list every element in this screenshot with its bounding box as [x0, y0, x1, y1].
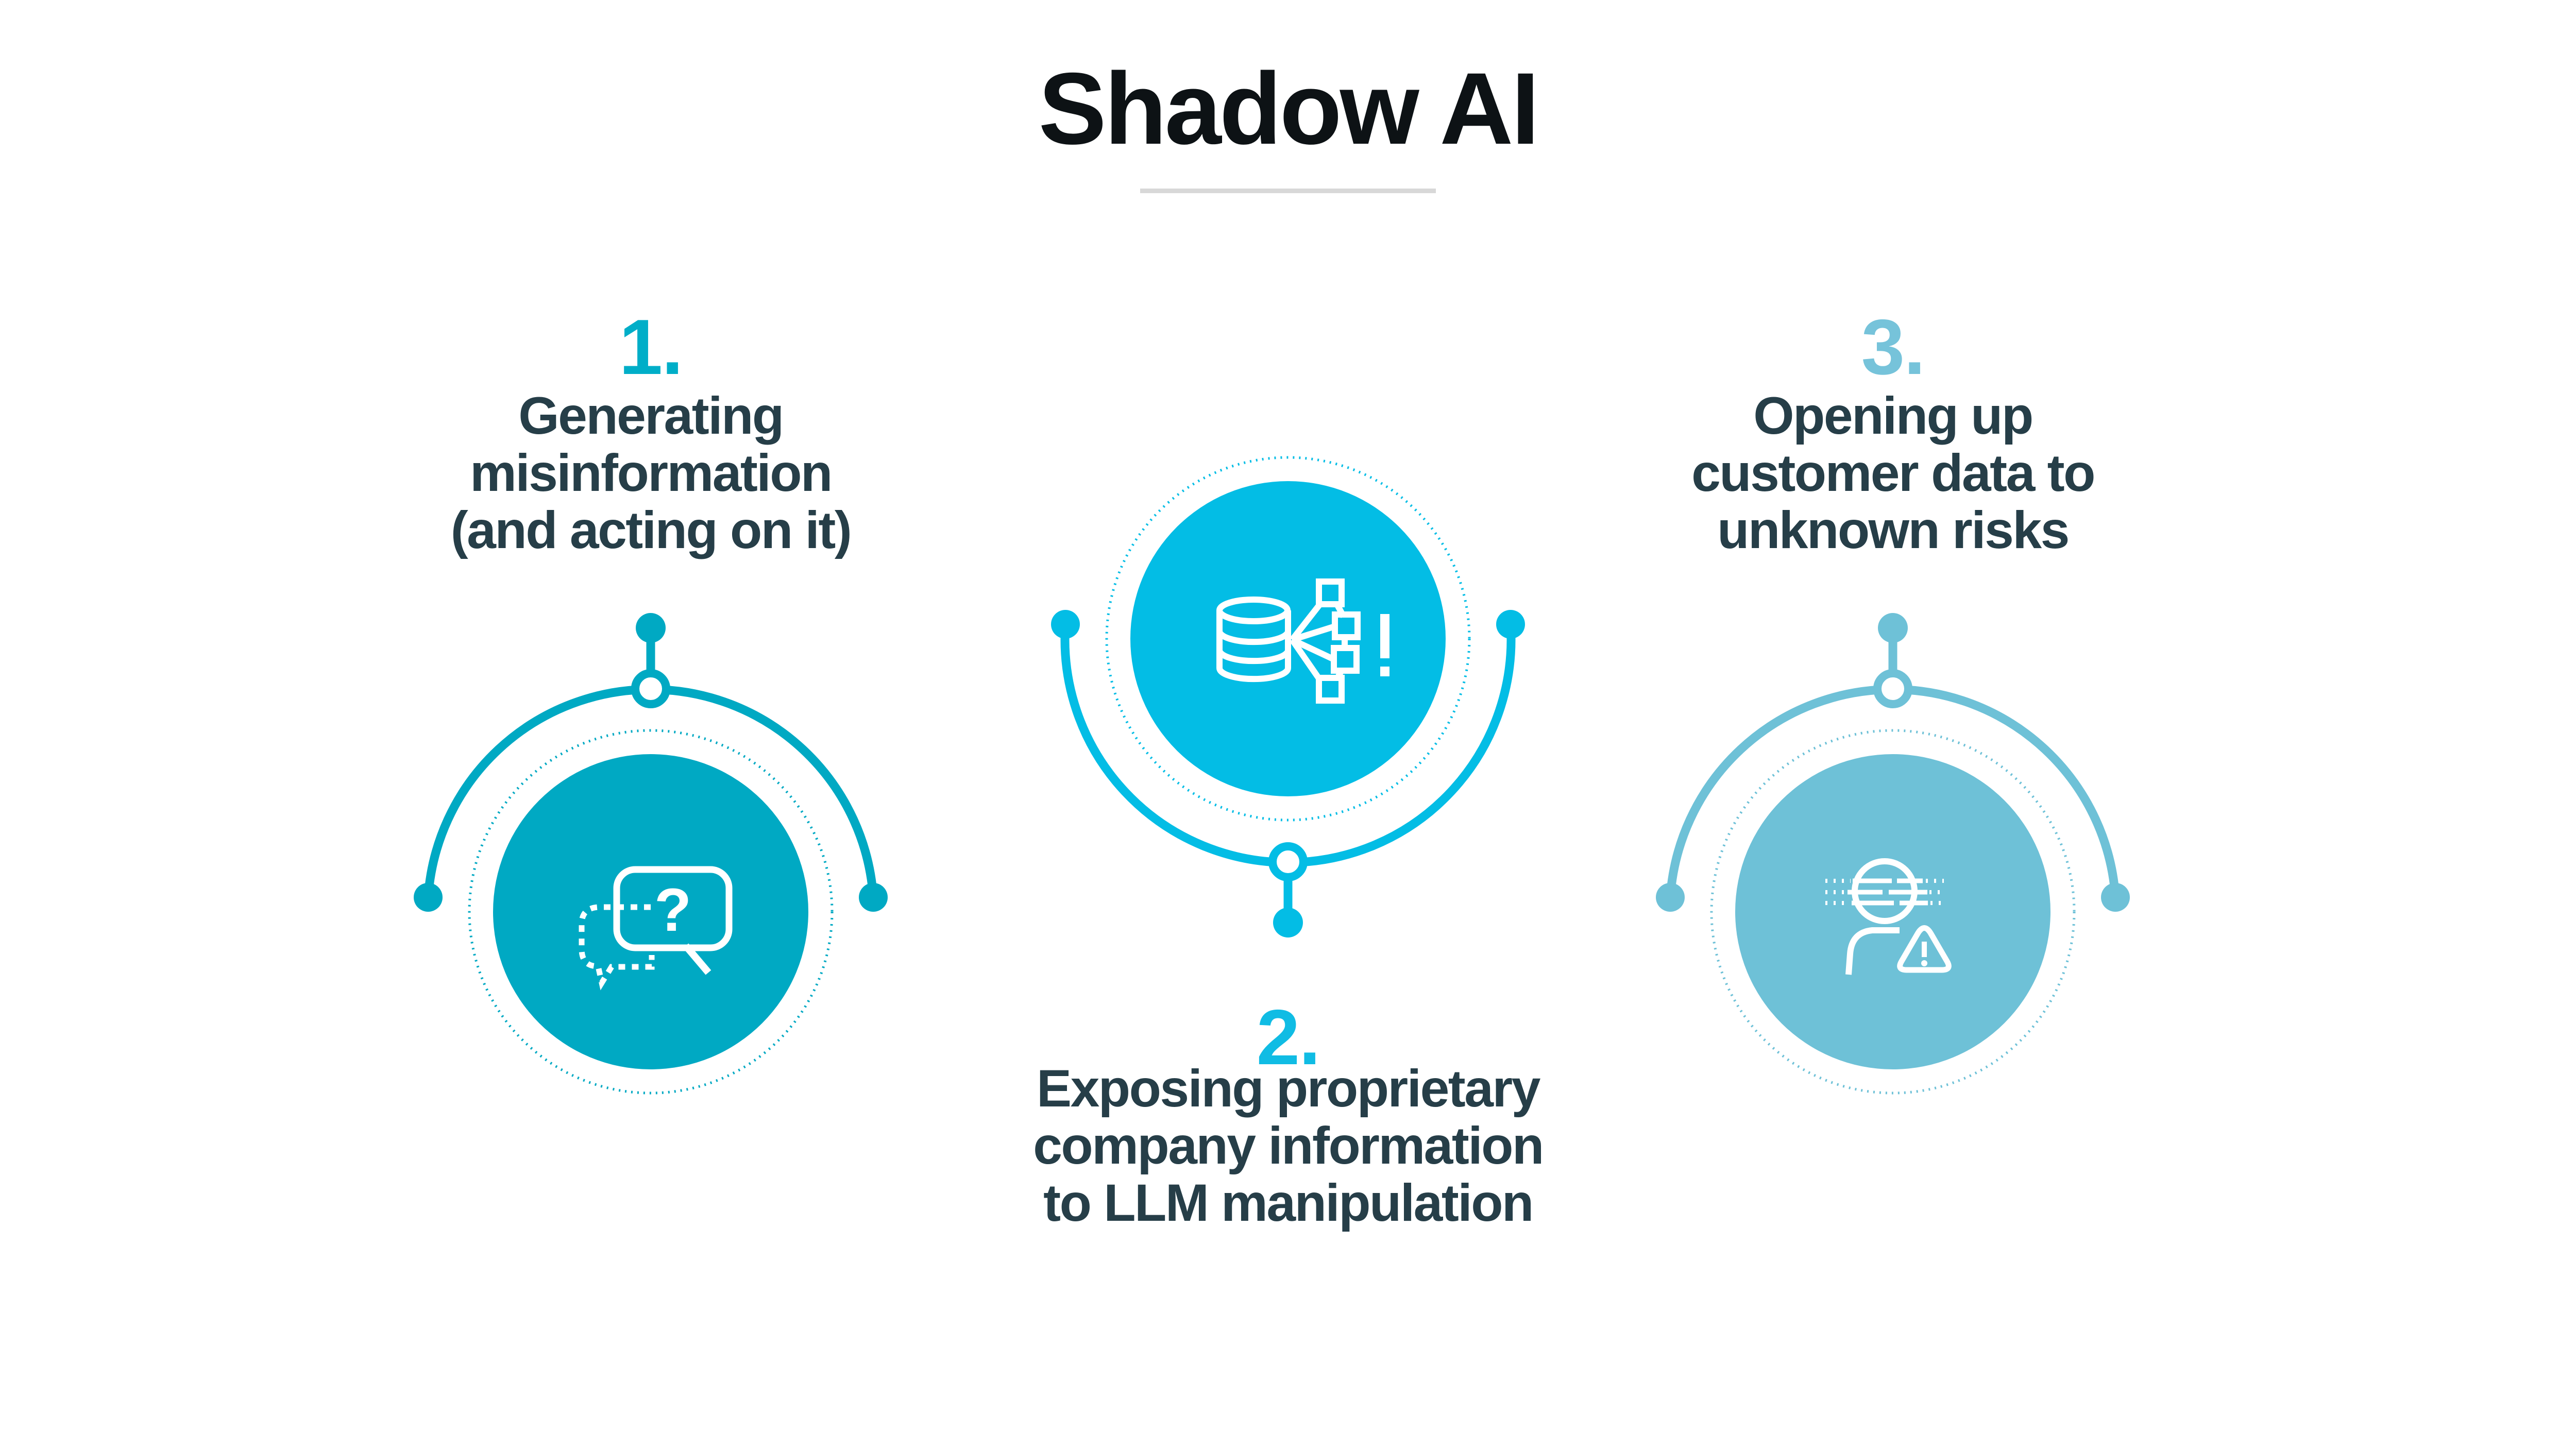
arc-end-dot-right — [859, 883, 888, 912]
person-shoulder — [1845, 927, 1900, 975]
item-3-number: 3. — [1861, 303, 1926, 391]
chat-question-icon: ? — [579, 866, 733, 991]
database-exposure-icon — [1216, 578, 1389, 704]
item-3-badge — [1656, 613, 2130, 1095]
bubble-tail — [683, 943, 711, 975]
item-1-badge: ? — [414, 613, 888, 1095]
item-circle — [493, 754, 808, 1069]
redaction-lines — [1848, 878, 1928, 906]
heading-line: Exposing proprietary — [1037, 1059, 1540, 1118]
heading-line: company information — [1033, 1116, 1544, 1175]
redaction-dots — [1825, 879, 1944, 905]
db-band — [1216, 630, 1291, 645]
heading-line: unknown risks — [1717, 501, 2070, 559]
network-node — [1316, 578, 1345, 607]
heading-line: to LLM manipulation — [1043, 1173, 1534, 1232]
person-risk-icon — [1825, 858, 1952, 975]
heading-line: Opening up — [1753, 386, 2033, 445]
title-divider — [1140, 189, 1436, 193]
arc-end-dot-left — [414, 883, 443, 912]
item-1-number: 1. — [619, 303, 684, 391]
dashed-bubble — [579, 904, 655, 991]
db-bottom — [1216, 668, 1291, 683]
network-node — [1332, 611, 1361, 640]
node-dot — [1878, 613, 1908, 643]
item-3-heading: Opening up customer data to unknown risk… — [1553, 387, 2233, 559]
item-1-heading: Generating misinformation (and acting on… — [311, 387, 991, 559]
heading-line: customer data to — [1691, 444, 2095, 502]
page-title: Shadow AI — [1038, 52, 1540, 165]
arc-end-dot-right — [2101, 883, 2130, 912]
item-2-badge — [1051, 456, 1525, 937]
node-ring — [1873, 669, 1912, 708]
warning-triangle — [1897, 925, 1952, 973]
heading-line: (and acting on it) — [450, 501, 852, 559]
node-dot — [1273, 908, 1303, 937]
heading-line: Generating — [518, 386, 784, 445]
node-dot — [636, 613, 666, 643]
dotted-ring — [1105, 456, 1471, 822]
exclamation-bar — [1380, 614, 1389, 658]
dotted-ring — [468, 729, 834, 1095]
node-ring — [631, 669, 670, 708]
item-2-number: 2. — [1256, 994, 1321, 1081]
arc-end-dot-left — [1051, 610, 1080, 639]
network-node — [1331, 645, 1360, 674]
db-band — [1216, 650, 1291, 664]
item-circle — [1735, 754, 2050, 1069]
question-glyph: ? — [654, 876, 691, 944]
arc-end-dot-left — [1656, 883, 1685, 912]
item-2-heading: Exposing proprietary company information… — [948, 1060, 1628, 1232]
node-ring — [1268, 842, 1308, 881]
warning-exclamation-dot — [1921, 960, 1927, 966]
heading-line: misinformation — [470, 444, 833, 502]
dotted-ring — [1710, 729, 2076, 1095]
solid-bubble — [613, 866, 733, 951]
arc-end-dot-right — [1496, 610, 1525, 639]
exclamation-dot — [1380, 667, 1389, 676]
network-node — [1316, 675, 1345, 704]
